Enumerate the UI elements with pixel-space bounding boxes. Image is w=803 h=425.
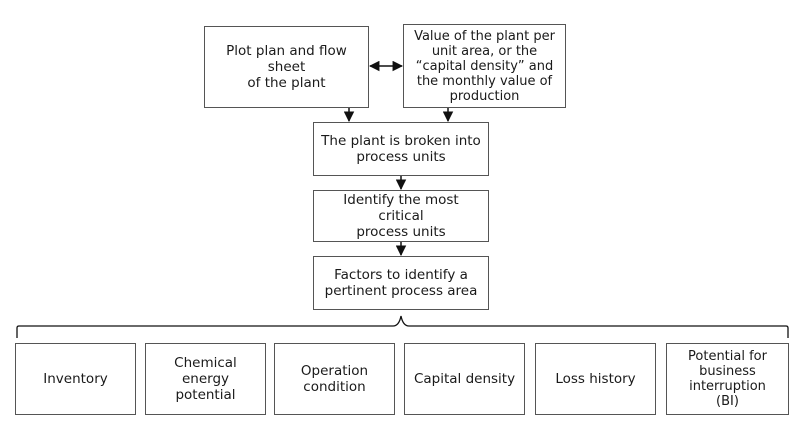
factors-box: Factors to identify a pertinent process … <box>313 256 489 310</box>
critical-units-box: Identify the most critical process units <box>313 190 489 242</box>
curly-brace <box>16 315 789 338</box>
plot-plan-box: Plot plan and flow sheet of the plant <box>204 26 369 108</box>
factor-loss-history-box: Loss history <box>535 343 656 415</box>
factor-business-interruption-box: Potential for business interruption (BI) <box>666 343 789 415</box>
capital-density-box: Value of the plant per unit area, or the… <box>403 24 566 108</box>
factor-inventory-box: Inventory <box>15 343 136 415</box>
factor-capital-density-box: Capital density <box>404 343 525 415</box>
factor-chemical-energy-box: Chemical energy potential <box>145 343 266 415</box>
process-units-box: The plant is broken into process units <box>313 122 489 176</box>
factor-operation-condition-box: Operation condition <box>274 343 395 415</box>
